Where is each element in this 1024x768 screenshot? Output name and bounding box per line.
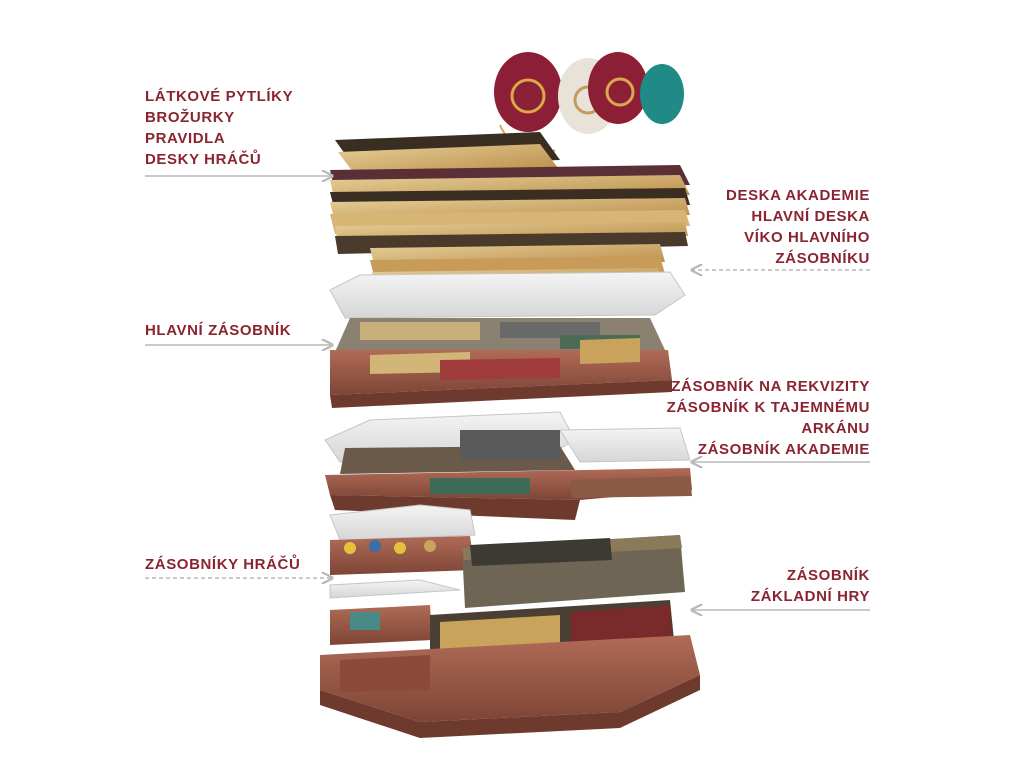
- boards-stack: [330, 132, 690, 292]
- label-arcana-tray-1: ZÁSOBNÍK K TAJEMNÉMU: [666, 399, 870, 416]
- label-booklets: BROŽURKY: [145, 109, 235, 126]
- label-trays-group: ZÁSOBNÍK NA REKVIZITY ZÁSOBNÍK K TAJEMNÉ…: [667, 376, 870, 460]
- label-rules: PRAVIDLA: [145, 130, 226, 147]
- label-base-tray-1: ZÁSOBNÍK: [786, 567, 870, 584]
- player-trays: [329, 504, 476, 645]
- label-base-tray-2: ZÁKLADNÍ HRY: [750, 588, 870, 605]
- main-tray: [330, 318, 672, 408]
- base-tray: [320, 600, 700, 738]
- main-tray-lid: [329, 271, 686, 319]
- callout-arrows: [145, 176, 870, 610]
- label-main-board: HLAVNÍ DESKA: [751, 208, 870, 225]
- academy-trays: [325, 430, 692, 520]
- label-main-tray: HLAVNÍ ZÁSOBNÍK: [145, 322, 292, 339]
- label-player-trays: ZÁSOBNÍKY HRÁČŮ: [145, 556, 301, 573]
- label-academy-tray: ZÁSOBNÍK AKADEMIE: [697, 441, 870, 458]
- label-bags-group: LÁTKOVÉ PYTLÍKY BROŽURKY PRAVIDLA DESKY …: [145, 86, 293, 170]
- label-props-tray: ZÁSOBNÍK NA REKVIZITY: [671, 378, 870, 395]
- label-cloth-bags: LÁTKOVÉ PYTLÍKY: [145, 88, 294, 105]
- label-main-tray-lid-2: ZÁSOBNÍKU: [775, 250, 870, 267]
- card-stack: [462, 535, 685, 608]
- label-main-tray-lid-1: VÍKO HLAVNÍHO: [744, 229, 870, 246]
- label-base-tray: ZÁSOBNÍK ZÁKLADNÍ HRY: [751, 565, 870, 607]
- label-academy-board: DESKA AKADEMIE: [726, 187, 870, 204]
- label-boards-group: DESKA AKADEMIE HLAVNÍ DESKA VÍKO HLAVNÍH…: [726, 185, 870, 269]
- label-player-boards: DESKY HRÁČŮ: [145, 151, 262, 168]
- label-arcana-tray-2: ARKÁNU: [801, 420, 870, 437]
